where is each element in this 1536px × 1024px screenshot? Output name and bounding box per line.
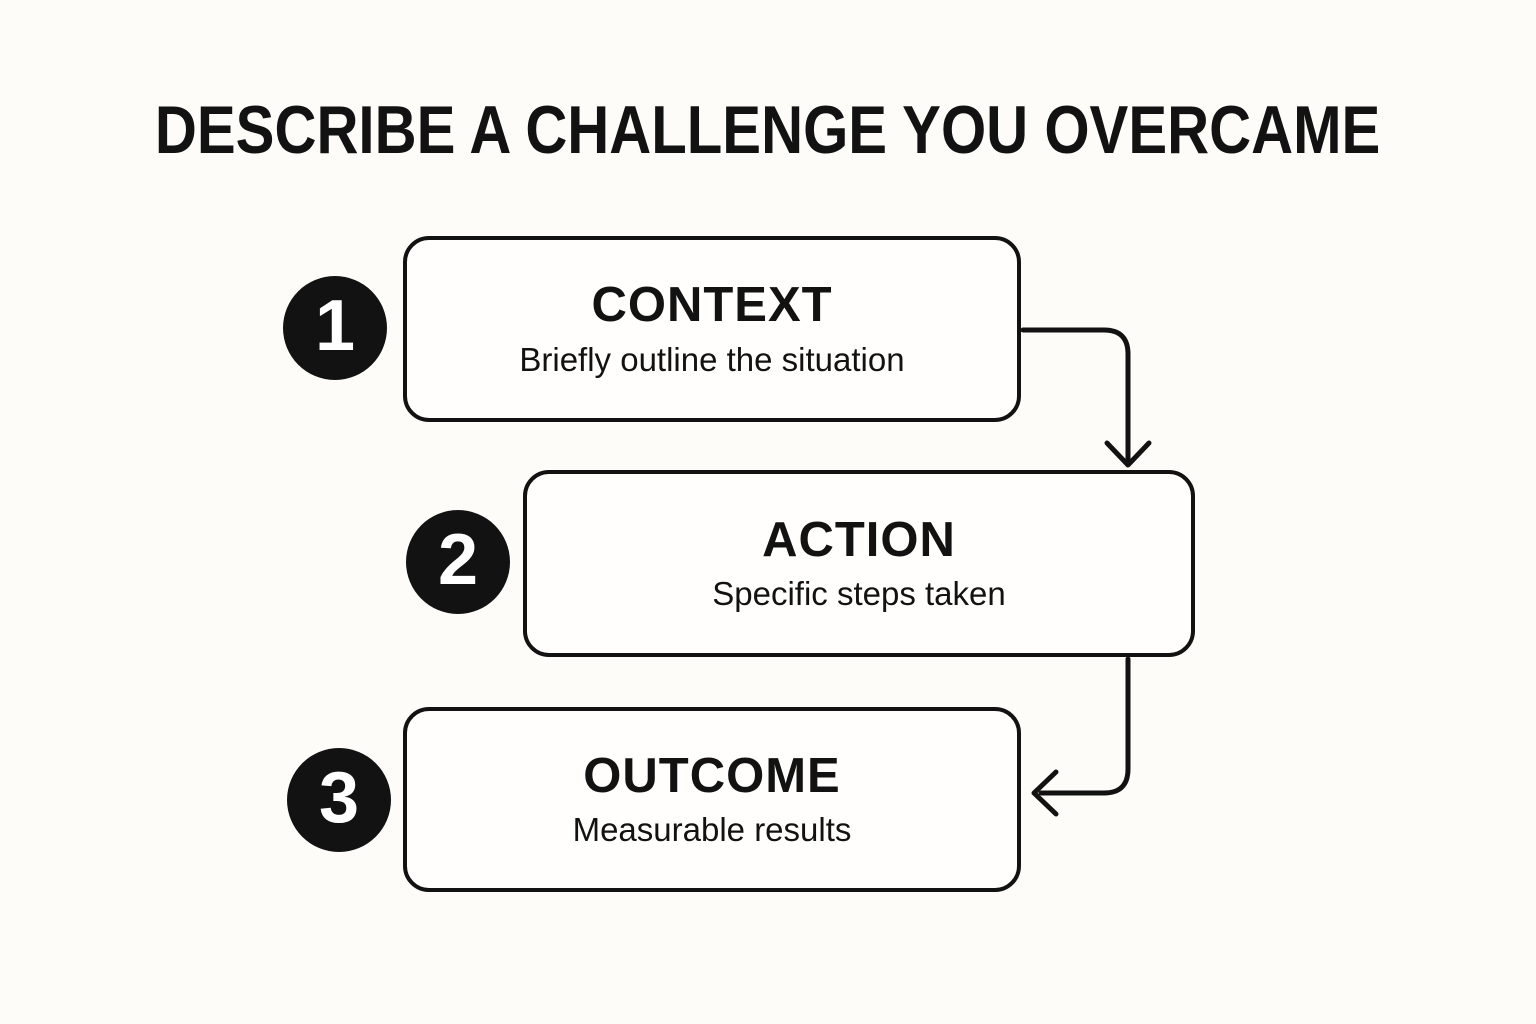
step-box-action: ACTION Specific steps taken [523, 470, 1195, 657]
step-box-outcome: OUTCOME Measurable results [403, 707, 1021, 892]
diagram-title: DESCRIBE A CHALLENGE YOU OVERCAME [0, 96, 1536, 164]
step-number-badge-1: 1 [283, 276, 387, 380]
step-heading: ACTION [762, 512, 956, 567]
step-number-badge-2: 2 [406, 510, 510, 614]
diagram-title-text: DESCRIBE A CHALLENGE YOU OVERCAME [155, 92, 1381, 168]
step-number: 3 [318, 758, 360, 838]
arrow-action-to-outcome [1038, 656, 1131, 796]
step-description: Specific steps taken [712, 575, 1006, 613]
step-box-context: CONTEXT Briefly outline the situation [403, 236, 1021, 422]
arrow-context-to-action [1020, 327, 1131, 464]
step-number-badge-3: 3 [287, 748, 391, 852]
step-heading: CONTEXT [591, 278, 833, 333]
step-number: 1 [314, 286, 356, 366]
step-heading: OUTCOME [583, 748, 841, 803]
step-description: Measurable results [572, 811, 852, 849]
arrow-left-head-icon [1031, 769, 1059, 817]
step-number: 2 [437, 520, 479, 600]
step-description: Briefly outline the situation [519, 340, 905, 378]
arrow-down-head-icon [1104, 440, 1152, 468]
